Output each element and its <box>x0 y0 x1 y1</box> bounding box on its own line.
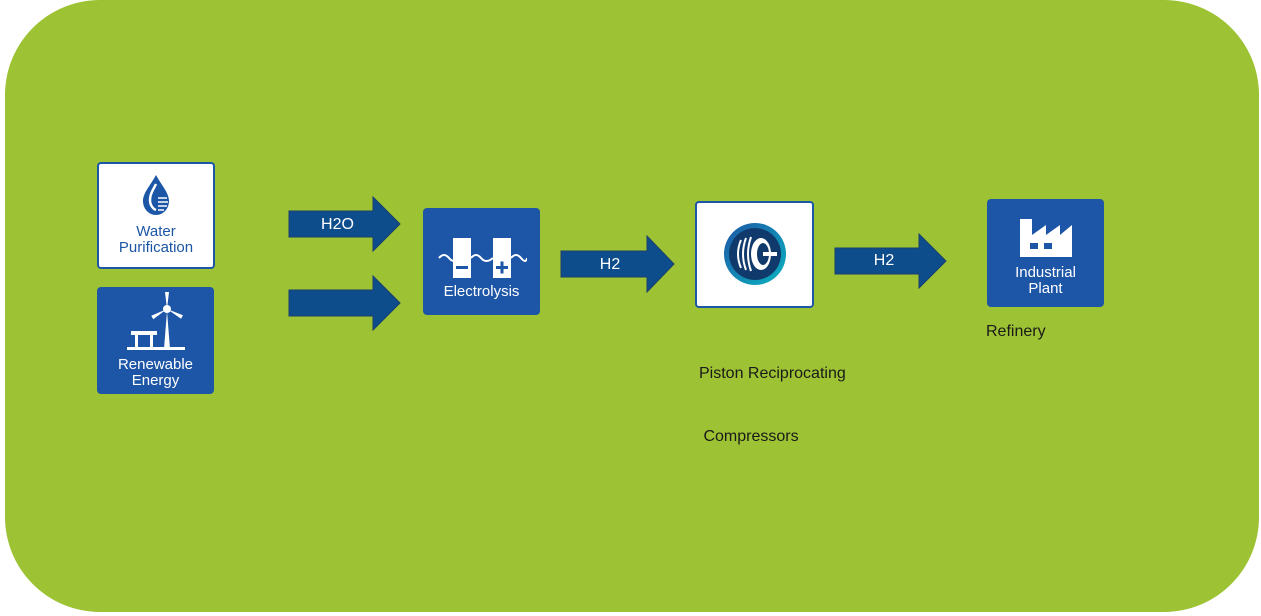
compressor-caption-line2: Compressors <box>699 428 799 445</box>
wind-turbine-icon <box>126 292 185 350</box>
industrial-plant-label-line2: Plant <box>1028 280 1063 297</box>
electrolysis-cell-icon <box>437 238 527 278</box>
water-purification-label-line2: Purification <box>118 239 194 256</box>
refinery-caption: Refinery <box>986 323 1046 340</box>
electrolysis-box: Electrolysis <box>423 208 540 315</box>
arrow-label-h2-first: H2 <box>599 256 621 273</box>
water-purification-label-line1: Water <box>136 223 176 240</box>
water-drop-icon <box>143 175 169 215</box>
compressor-icon <box>723 223 786 285</box>
compressor-box <box>695 201 814 308</box>
arrow-water-to-electrolysis <box>288 196 401 252</box>
industrial-plant-box: Industrial Plant <box>987 199 1104 307</box>
compressor-caption: Piston Reciprocating Compressors <box>699 321 846 468</box>
arrow-label-h2o: H2O <box>321 216 354 233</box>
arrow-electrolysis-to-compressor <box>560 235 675 293</box>
industrial-plant-label-line1: Industrial <box>1015 264 1076 281</box>
factory-icon <box>1019 219 1072 257</box>
arrow-compressor-to-plant <box>834 233 947 289</box>
arrow-label-h2-second: H2 <box>873 252 895 269</box>
arrow-energy-to-electrolysis <box>288 275 401 331</box>
renewable-energy-label-line1: Renewable <box>117 356 194 373</box>
renewable-energy-label-line2: Energy <box>131 372 180 389</box>
renewable-energy-box: Renewable Energy <box>97 287 214 394</box>
electrolysis-label: Electrolysis <box>443 283 520 300</box>
compressor-caption-line1: Piston Reciprocating <box>699 365 846 382</box>
water-purification-box: Water Purification <box>97 162 215 269</box>
